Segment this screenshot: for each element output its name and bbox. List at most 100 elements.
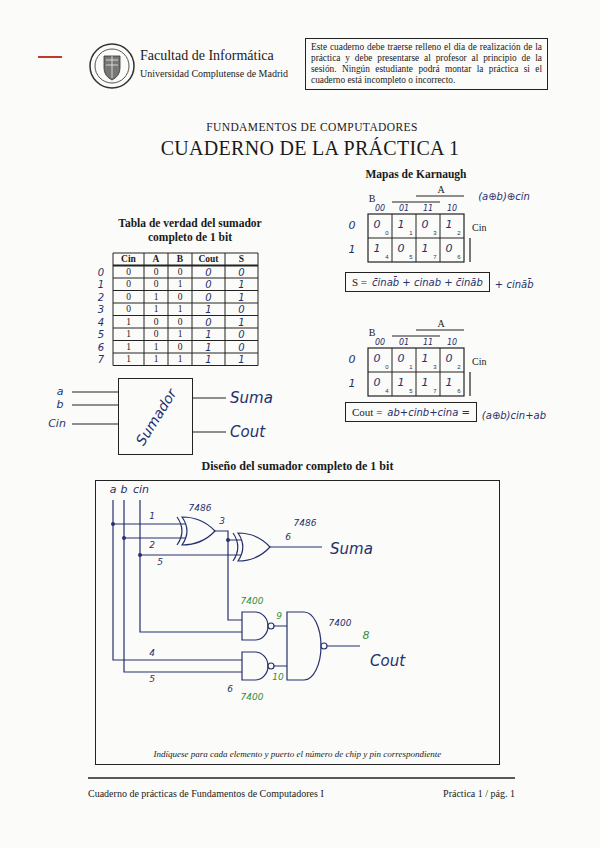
- variable-label: A: [437, 184, 444, 195]
- table-cell: 1: [154, 354, 159, 364]
- column-header: 11: [423, 205, 433, 214]
- table-cell: 1: [178, 329, 183, 339]
- cell-value: 1: [422, 377, 429, 389]
- notice-text: Este cuaderno debe traerse relleno el dí…: [311, 42, 542, 86]
- wire-xor-branch: [215, 531, 242, 620]
- table-heading: Tabla de verdad del sumador completo de …: [115, 217, 265, 245]
- cell-value: 1: [422, 353, 429, 365]
- inversion-bubble: [268, 663, 274, 669]
- table-cell: 0: [154, 316, 159, 326]
- cell-value: 0: [374, 377, 381, 389]
- kmap-frame: [368, 214, 464, 262]
- adder-circuit: [111, 500, 360, 680]
- table-cell: 0: [126, 304, 131, 314]
- wire-sum-out: [270, 546, 322, 547]
- handwritten-value: 0: [238, 266, 244, 277]
- chip-number: 7400: [241, 597, 264, 607]
- junction-dot: [122, 536, 126, 540]
- adder-block: Sumador: [118, 378, 193, 455]
- table-header-rule: [113, 265, 258, 267]
- wire-b: [124, 500, 242, 672]
- input-name: b: [121, 484, 128, 496]
- cell-value: 1: [398, 219, 405, 231]
- input-name: a: [110, 484, 117, 496]
- handwritten-value: 0: [238, 304, 244, 315]
- cell-value: 1: [422, 243, 429, 255]
- faculty-name: Facultad de Informática: [140, 48, 274, 63]
- table-cell: 1: [154, 341, 159, 351]
- pin-number: 5: [157, 558, 163, 568]
- section-heading: Diseño del sumador completo de 1 bit: [96, 459, 499, 474]
- xor-gate-arc: [177, 517, 182, 545]
- table-header: Cout: [198, 254, 218, 264]
- input-wires: [72, 392, 118, 424]
- input-name: a: [57, 386, 64, 398]
- table-cell: 1: [178, 354, 183, 364]
- variable-label: B: [369, 193, 376, 204]
- row-header: 1: [349, 378, 356, 390]
- seal-detail: [106, 56, 118, 78]
- handwritten-value: 0: [205, 316, 211, 327]
- table-header: B: [177, 254, 183, 264]
- table-header: A: [153, 254, 160, 264]
- table-header: S: [239, 254, 244, 264]
- handwritten-value: 1: [238, 354, 244, 365]
- scan-mark: [38, 56, 62, 58]
- handwritten-value: 0: [205, 291, 211, 302]
- pin-number: 10: [272, 673, 283, 683]
- table-cell: 0: [126, 279, 131, 289]
- chip-number: 7486: [294, 519, 317, 529]
- column-header: 01: [399, 339, 409, 348]
- nand-gate: [242, 612, 268, 640]
- cell-value: 0: [422, 219, 429, 231]
- handwritten-annotation: (a⊕b)⊕cin: [478, 191, 530, 202]
- table-cell: 0: [154, 329, 159, 339]
- cell-value: 0: [398, 243, 405, 255]
- cell-index: 6: [457, 388, 460, 395]
- cell-index: 7: [433, 254, 436, 261]
- table-lines: [113, 253, 258, 366]
- formula-box: S =c̄inab̄ + cinab + c̄ināb: [345, 272, 490, 292]
- handwritten-value: 0: [205, 266, 211, 277]
- table-header: Cin: [121, 254, 136, 264]
- kmap-grid: [368, 214, 464, 262]
- karnaugh-map-carry: [368, 330, 470, 396]
- cell-value: 0: [446, 353, 453, 365]
- table-cell: 0: [126, 291, 131, 301]
- handwritten-value: 1: [205, 354, 211, 365]
- cell-index: 3: [433, 230, 436, 237]
- junction-dot: [111, 522, 115, 526]
- cell-index: 0: [385, 364, 388, 371]
- handwritten-term: + cināb̄: [495, 279, 534, 290]
- formula-box: Cout =ab+cinb+cina =: [345, 402, 477, 422]
- instruction-caption: Indíquese para cada elemento y puerto el…: [96, 749, 499, 759]
- table-cell: 1: [154, 291, 159, 301]
- truth-table-grid: [113, 253, 258, 366]
- column-header: 00: [375, 205, 385, 214]
- variable-bars: [392, 196, 470, 262]
- handwritten-value: 1: [238, 279, 244, 290]
- notice-box: Este cuaderno debe traerse relleno el dí…: [305, 38, 548, 90]
- cell-value: 0: [374, 219, 381, 231]
- kmap-frame: [368, 348, 464, 396]
- output-wires: [193, 398, 226, 432]
- table-cell: 1: [126, 354, 131, 364]
- row-header: 0: [349, 220, 356, 232]
- handwritten-value: 0: [238, 329, 244, 340]
- footer-text: Práctica 1 / pág. 1: [443, 788, 515, 799]
- nand-gate: [287, 612, 321, 680]
- handwritten-annotation: (a⊕b)cin+ab: [482, 410, 546, 421]
- block-label: Sumador: [132, 385, 179, 447]
- row-number: 1: [98, 279, 104, 290]
- cell-index: 1: [409, 230, 412, 237]
- table-cell: 0: [178, 341, 183, 351]
- table-cell: 1: [126, 329, 131, 339]
- row-number: 7: [98, 354, 104, 365]
- junction-dot: [138, 553, 142, 557]
- cell-value: 1: [374, 243, 381, 255]
- section-heading: Mapas de Karnaugh: [366, 168, 467, 181]
- table-cell: 0: [126, 266, 131, 276]
- row-number: 4: [98, 316, 104, 327]
- row-number: 5: [98, 329, 104, 340]
